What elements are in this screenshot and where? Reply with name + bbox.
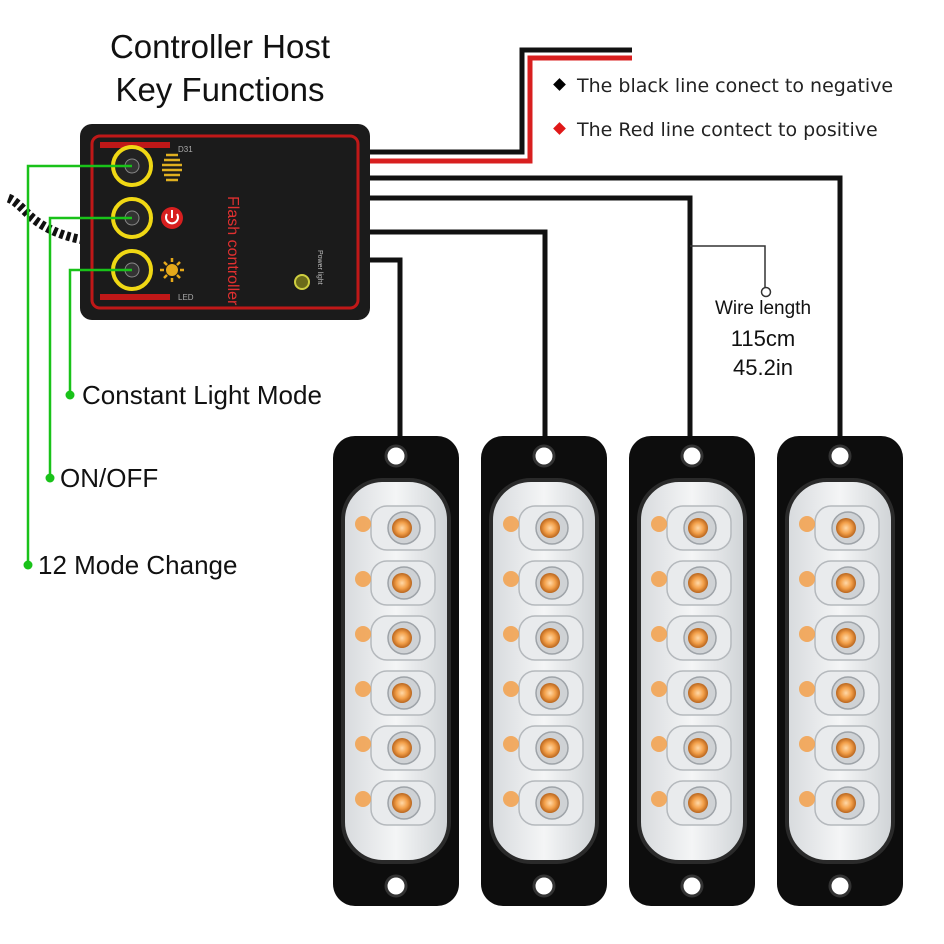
power-light-label: Power light <box>316 250 323 285</box>
wire-length-in: 45.2in <box>733 355 793 380</box>
led <box>540 573 560 593</box>
led <box>392 683 412 703</box>
light-bar <box>481 436 607 906</box>
controller-top-tag: D31 <box>178 145 193 154</box>
controller-box: D31 LED Flash controller Power light <box>80 124 370 320</box>
led-glow <box>651 791 667 807</box>
led-glow <box>503 791 519 807</box>
mount-hole-bottom <box>532 874 556 898</box>
led-glow <box>503 736 519 752</box>
led-glow <box>651 571 667 587</box>
led-glow <box>503 516 519 532</box>
led-glow <box>503 626 519 642</box>
lead-bar-1 <box>368 257 403 440</box>
led <box>688 628 708 648</box>
led <box>392 573 412 593</box>
led <box>392 628 412 648</box>
wave-icon <box>162 153 182 182</box>
legend-black-text: The black line conect to negative <box>577 75 894 97</box>
legend-red-line: The Red line contect to positive <box>553 119 878 141</box>
led-glow <box>651 736 667 752</box>
red-diamond-icon <box>553 122 566 135</box>
led <box>688 738 708 758</box>
title-line-1: Controller Host <box>109 28 331 65</box>
mount-hole-top <box>680 444 704 468</box>
led-glow <box>503 571 519 587</box>
led <box>540 683 560 703</box>
led <box>836 573 856 593</box>
wire-length-pointer <box>690 245 766 290</box>
led-glow <box>355 791 371 807</box>
callout-lines <box>26 164 132 565</box>
mount-hole-top <box>532 444 556 468</box>
led <box>688 793 708 813</box>
led <box>392 793 412 813</box>
callout-dots <box>23 390 75 570</box>
mount-hole-bottom <box>384 874 408 898</box>
black-diamond-icon <box>553 78 566 91</box>
led-glow <box>355 681 371 697</box>
led <box>836 518 856 538</box>
led <box>836 628 856 648</box>
led-glow <box>651 516 667 532</box>
led-glow <box>503 681 519 697</box>
power-light-indicator <box>294 274 310 290</box>
led-glow <box>799 516 815 532</box>
power-lead-black <box>368 47 632 155</box>
led <box>688 683 708 703</box>
lead-bar-3 <box>368 195 693 440</box>
led <box>836 738 856 758</box>
led-glow <box>799 681 815 697</box>
light-bar <box>777 436 903 906</box>
page-title: Controller Host Key Functions <box>70 30 370 106</box>
title-line-2: Key Functions <box>115 71 325 108</box>
wire-length-cm: 115cm <box>730 326 796 351</box>
wire-length-caption: Wire length <box>714 298 812 319</box>
lead-bar-2 <box>368 229 548 440</box>
mount-hole-top <box>828 444 852 468</box>
led-glow <box>799 791 815 807</box>
on-off-label: ON/OFF <box>60 463 159 493</box>
light-bars <box>333 436 903 906</box>
led-glow <box>799 736 815 752</box>
led-glow <box>355 626 371 642</box>
power-lead-red <box>368 55 632 164</box>
led <box>836 793 856 813</box>
wire-length-label: Wire length 115cm 45.2in <box>700 298 826 381</box>
led <box>540 738 560 758</box>
mode-change-label: 12 Mode Change <box>38 550 238 580</box>
led-glow <box>799 571 815 587</box>
led-glow <box>651 681 667 697</box>
led <box>688 518 708 538</box>
led <box>688 573 708 593</box>
led-glow <box>799 626 815 642</box>
led <box>836 683 856 703</box>
controller-bottom-tag: LED <box>178 293 194 302</box>
sun-icon <box>160 258 184 282</box>
led <box>540 793 560 813</box>
mount-hole-bottom <box>680 874 704 898</box>
mount-hole-top <box>384 444 408 468</box>
led <box>540 518 560 538</box>
light-bar <box>629 436 755 906</box>
led-glow <box>355 516 371 532</box>
led-glow <box>651 626 667 642</box>
controller-label: Flash controller <box>224 196 241 306</box>
led-glow <box>355 736 371 752</box>
legend-black-line: The black line conect to negative <box>553 75 894 97</box>
wires <box>6 47 843 440</box>
power-icon <box>161 207 183 229</box>
light-bar <box>333 436 459 906</box>
led <box>540 628 560 648</box>
constant-light-mode-label: Constant Light Mode <box>82 380 322 410</box>
led <box>392 518 412 538</box>
lead-bar-4 <box>368 175 843 440</box>
mount-hole-bottom <box>828 874 852 898</box>
legend-red-text: The Red line contect to positive <box>577 119 878 141</box>
led-glow <box>355 571 371 587</box>
led <box>392 738 412 758</box>
